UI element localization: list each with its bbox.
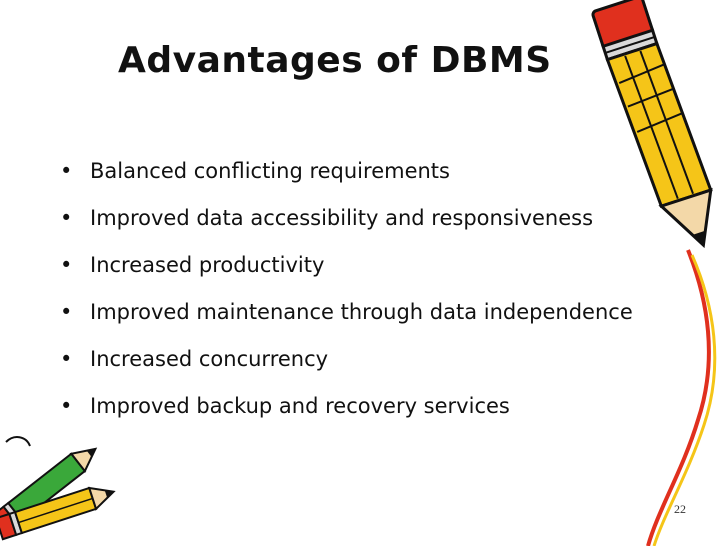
list-item: • Improved data accessibility and respon… <box>56 199 636 237</box>
pencils-icon <box>0 436 116 541</box>
bullet-icon: • <box>60 253 73 277</box>
list-item: • Increased concurrency <box>56 340 636 378</box>
pencil-icon <box>591 0 717 546</box>
bullet-icon: • <box>60 394 73 418</box>
bullet-text: Increased productivity <box>90 253 325 277</box>
bullet-text: Improved maintenance through data indepe… <box>90 300 633 324</box>
bullet-list: • Balanced conflicting requirements • Im… <box>56 152 636 434</box>
bullet-text: Balanced conflicting requirements <box>90 159 450 183</box>
bullet-icon: • <box>60 206 73 230</box>
bullet-text: Improved data accessibility and responsi… <box>90 206 594 230</box>
bullet-text: Increased concurrency <box>90 347 329 371</box>
page-number: 22 <box>674 502 686 516</box>
list-item: • Increased productivity <box>56 246 636 284</box>
bullet-text: Improved backup and recovery services <box>90 394 510 418</box>
bullet-icon: • <box>60 159 73 183</box>
bullet-icon: • <box>60 347 73 371</box>
slide-title: Advantages of DBMS <box>118 40 552 81</box>
list-item: • Improved backup and recovery services <box>56 387 636 425</box>
list-item: • Improved maintenance through data inde… <box>56 293 636 331</box>
bullet-icon: • <box>60 300 73 324</box>
list-item: • Balanced conflicting requirements <box>56 152 636 190</box>
